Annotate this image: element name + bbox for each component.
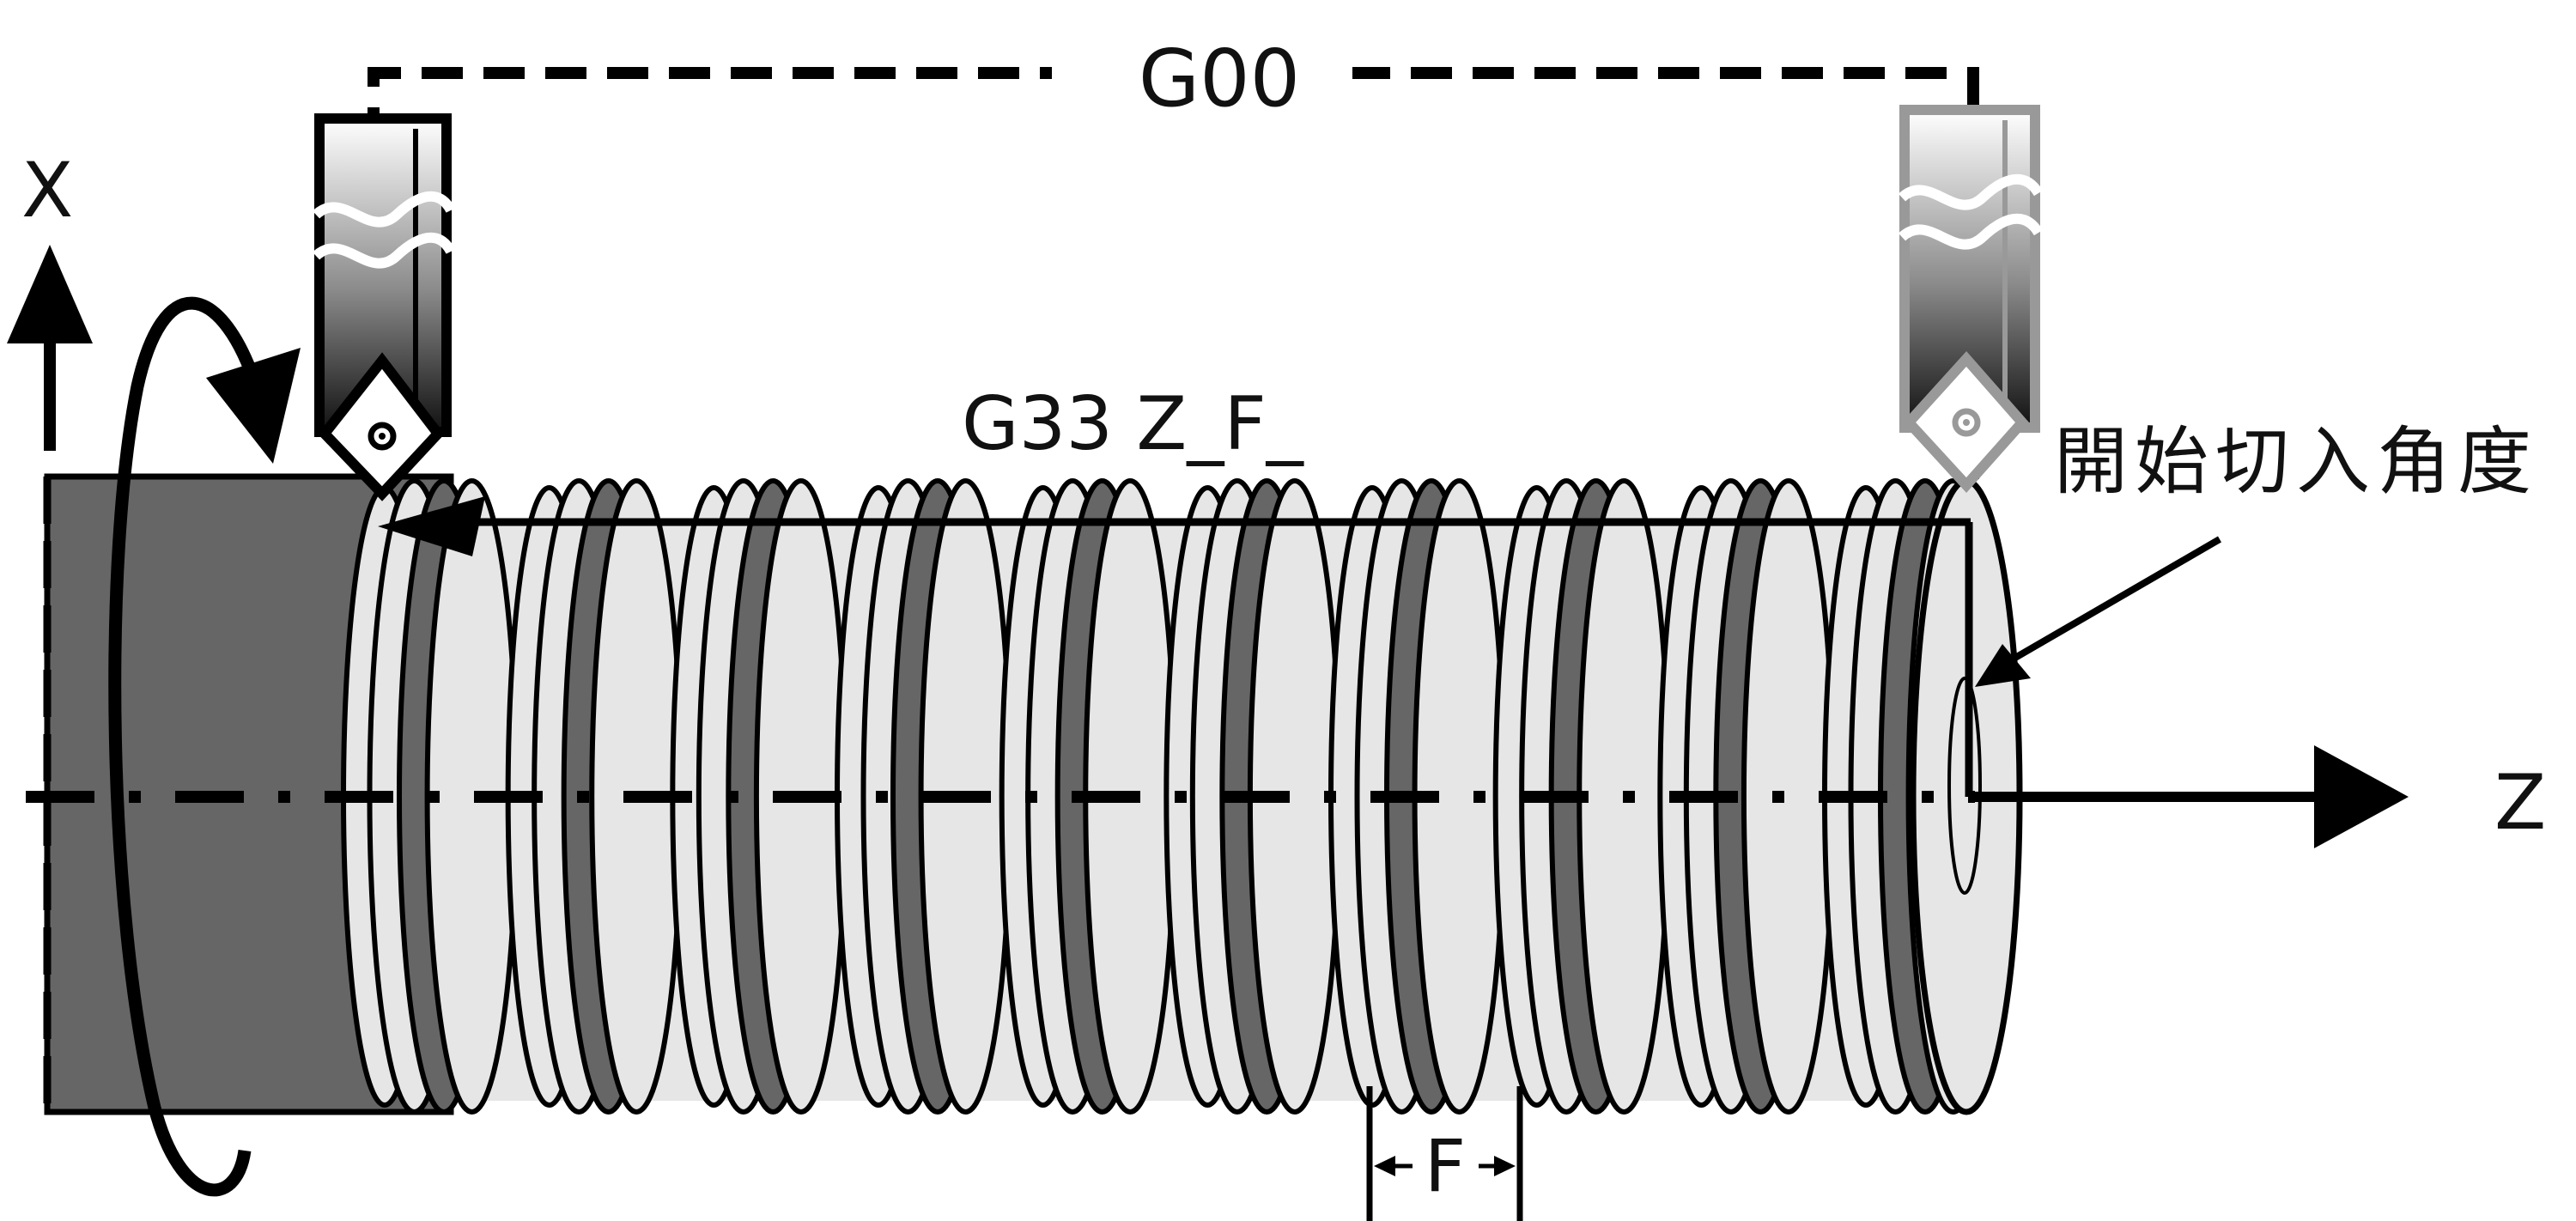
rotation-arrow-icon [108,296,301,1197]
start-angle-leader [2007,536,2222,665]
g33-path-arrowhead [378,496,485,556]
start-angle-marker [1947,677,1982,895]
x-axis-label: X [21,146,73,234]
z-axis-arrow-icon [2314,745,2409,848]
start-angle-leader-arrowhead [1975,644,2031,687]
x-axis-arrow-icon [7,245,93,343]
tool-start [312,113,456,501]
pitch-label: F [1425,1124,1466,1208]
threaded-section [341,477,2023,1115]
pitch-dimension [1366,1086,1523,1221]
start-angle-label: 開始切入角度 [2054,419,2538,505]
g00-label: G00 [1139,33,1300,125]
g33-label: G33 Z_F_ [962,381,1304,467]
g00-label-bg [1052,39,1352,112]
z-axis-label: Z [2494,758,2546,847]
tool-end [1898,105,2044,493]
